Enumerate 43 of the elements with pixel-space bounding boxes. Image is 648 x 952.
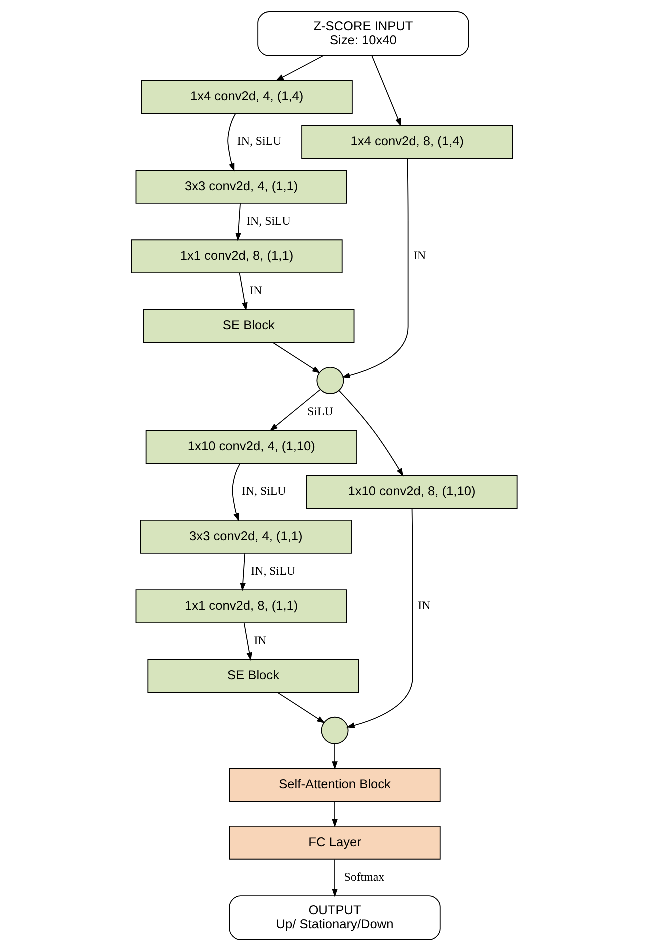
arrow bbox=[338, 390, 404, 477]
node-box: 1x1 conv2d, 8, (1,1) bbox=[130, 240, 342, 274]
edge-label: IN, SiLU bbox=[236, 134, 282, 148]
node-box: OUTPUT Up/ Stationary/Down bbox=[228, 896, 440, 940]
node-box: 1x10 conv2d, 8, (1,10) bbox=[306, 475, 518, 509]
edge-label: IN, SiLU bbox=[246, 214, 290, 228]
arrow bbox=[341, 158, 408, 378]
arrow bbox=[238, 272, 248, 312]
node-circle bbox=[320, 716, 348, 744]
edge-label: SiLU bbox=[307, 404, 333, 418]
node-box: Self-Attention Block bbox=[228, 768, 440, 802]
node-box: Z-SCORE INPUT Size: 10x40 bbox=[257, 12, 469, 56]
edge-label: IN bbox=[413, 248, 426, 263]
arrow bbox=[235, 203, 241, 242]
node-box: FC Layer bbox=[228, 826, 440, 860]
edge-label: IN bbox=[254, 633, 266, 648]
arrow bbox=[243, 622, 252, 661]
arrow bbox=[332, 859, 338, 898]
arrow bbox=[332, 802, 338, 828]
edge-label: IN, SiLU bbox=[250, 564, 295, 578]
node-box: 1x1 conv2d, 8, (1,1) bbox=[135, 590, 347, 624]
arrow bbox=[232, 463, 240, 522]
arrow bbox=[240, 553, 246, 592]
edge-label: IN bbox=[418, 598, 430, 613]
arrow bbox=[275, 56, 324, 82]
arrow bbox=[332, 744, 338, 770]
node-box: SE Block bbox=[142, 309, 354, 344]
arrow bbox=[272, 342, 320, 374]
edge-label: IN bbox=[249, 284, 262, 298]
arrow bbox=[269, 389, 320, 432]
node-circle bbox=[316, 366, 344, 394]
arrow bbox=[346, 508, 413, 728]
node-box: 1x4 conv2d, 8, (1,4) bbox=[301, 125, 513, 160]
arrow bbox=[277, 692, 325, 724]
node-box: 1x4 conv2d, 4, (1,4) bbox=[140, 80, 352, 114]
node-box: 1x10 conv2d, 4, (1,10) bbox=[145, 430, 357, 464]
arrow bbox=[371, 56, 401, 127]
edge-label: Softmax bbox=[344, 870, 384, 884]
arrow bbox=[227, 113, 236, 172]
node-box: 3x3 conv2d, 4, (1,1) bbox=[140, 520, 352, 554]
node-box: 3x3 conv2d, 4, (1,1) bbox=[135, 170, 347, 204]
edge-label: IN, SiLU bbox=[242, 484, 286, 498]
node-box: SE Block bbox=[147, 659, 359, 694]
